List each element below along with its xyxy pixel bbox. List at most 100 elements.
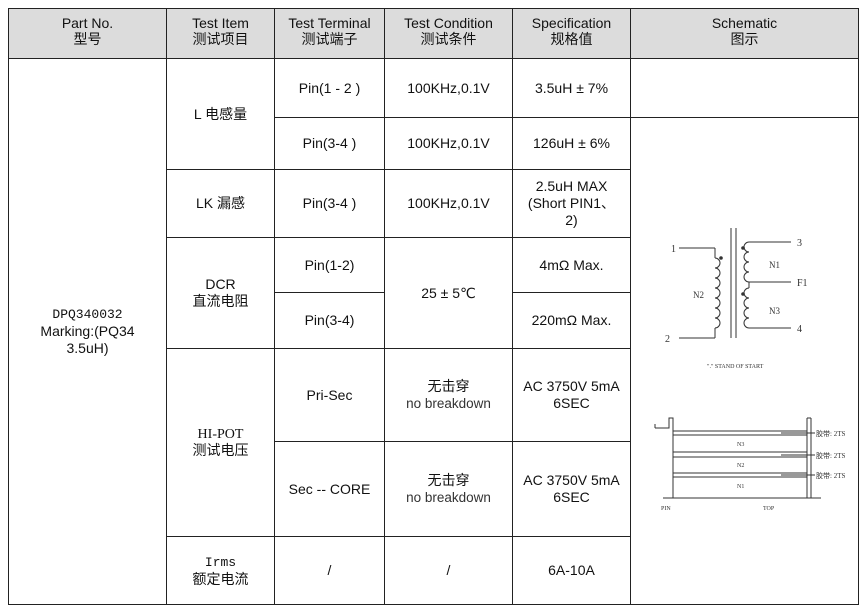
header-part-no: Part No. 型号 — [8, 8, 167, 59]
spec-dcr-1: 4mΩ Max. — [512, 237, 631, 293]
header-schematic-en: Schematic — [711, 15, 778, 31]
terminal-lk: Pin(3-4 ) — [274, 169, 385, 238]
header-test-terminal-cn: 测试端子 — [301, 31, 358, 47]
top-side-label: TOP — [763, 506, 775, 512]
dot-n3 — [741, 292, 745, 296]
header-specification-cn: 规格值 — [550, 31, 593, 47]
item-dcr-cn: 直流电阻 — [192, 293, 249, 309]
pin-4-label: 4 — [797, 324, 802, 335]
dot-n2 — [719, 256, 723, 260]
header-specification: Specification 规格值 — [512, 8, 631, 59]
layer-n3-label: N3 — [737, 442, 744, 448]
row-lk: LK 漏感 Pin(3-4 ) 100KHz,0.1V 2.5uH MAX (S… — [9, 169, 859, 238]
terminal-hipot-2: Sec -- CORE — [274, 441, 385, 537]
condition-hipot-2-en: no breakdown — [406, 490, 491, 505]
winding-n2-label: N2 — [693, 290, 704, 300]
item-hipot: HI-POT 测试电压 — [166, 348, 275, 537]
header-test-item: Test Item 测试项目 — [166, 8, 275, 59]
condition-dcr: 25 ± 5℃ — [384, 237, 513, 349]
tape-label-3: 胶带: 2TS — [816, 471, 845, 480]
item-leakage: LK 漏感 — [166, 169, 275, 238]
spec-hipot-2-line-2: 6SEC — [553, 489, 590, 505]
item-irms-cn: 额定电流 — [192, 570, 249, 587]
winding-n3-label: N3 — [769, 306, 780, 316]
dot-n1 — [741, 246, 745, 250]
header-schematic-cn: 图示 — [730, 31, 759, 47]
condition-l-1: 100KHz,0.1V — [384, 58, 513, 118]
row-hipot-2: Sec -- CORE 无击穿 no breakdown AC 3750V 5m… — [9, 441, 859, 537]
terminal-l-1: Pin(1 - 2 ) — [274, 58, 385, 118]
terminal-dcr-1: Pin(1-2) — [274, 237, 385, 293]
spec-hipot-1-line-1: AC 3750V 5mA — [523, 378, 620, 394]
row-l-1: DPQ340032 Marking:(PQ34 3.5uH) L 电感量 Pin… — [8, 58, 859, 605]
row-irms: Irms 额定电流 / / 6A-10A — [9, 536, 859, 605]
header-test-terminal-en: Test Terminal — [288, 15, 371, 31]
spec-irms: 6A-10A — [512, 536, 631, 605]
spec-lk-line-1: 2.5uH MAX — [535, 178, 608, 194]
header-schematic: Schematic 图示 — [630, 8, 859, 59]
terminal-hipot-1: Pri-Sec — [274, 348, 385, 442]
spec-l-1: 3.5uH ± 7% — [512, 58, 631, 118]
header-test-condition: Test Condition 测试条件 — [384, 8, 513, 59]
layer-n2-label: N2 — [737, 463, 744, 469]
winding-cross-section — [654, 417, 821, 499]
item-irms-en: Irms — [204, 554, 237, 570]
spec-sheet: Part No. 型号 Test Item 测试项目 Test Terminal… — [8, 8, 859, 606]
header-part-no-cn: 型号 — [73, 31, 102, 47]
condition-hipot-2-cn: 无击穿 — [427, 472, 470, 488]
schematic-diagram: 1 2 3 4 F1 N1 N2 N3 "." STAND OF START — [654, 228, 845, 512]
header-test-condition-cn: 测试条件 — [420, 31, 477, 47]
spec-hipot-2-line-1: AC 3750V 5mA — [523, 472, 620, 488]
spec-lk-line-3: 2) — [565, 212, 578, 228]
pin-f1-label: F1 — [797, 278, 808, 289]
part-number-cell: DPQ340032 Marking:(PQ34 3.5uH) — [8, 58, 167, 605]
spec-hipot-1: AC 3750V 5mA 6SEC — [512, 348, 631, 442]
winding-n1-label: N1 — [769, 260, 780, 270]
condition-hipot-1: 无击穿 no breakdown — [384, 348, 513, 442]
part-marking-2: 3.5uH) — [66, 340, 109, 356]
header-part-no-en: Part No. — [61, 15, 114, 31]
pin-3-label: 3 — [797, 238, 802, 249]
schematic-cell: 1 2 3 4 F1 N1 N2 N3 "." STAND OF START — [630, 117, 859, 605]
spec-table: Part No. 型号 Test Item 测试项目 Test Terminal… — [8, 8, 859, 605]
condition-hipot-2: 无击穿 no breakdown — [384, 441, 513, 537]
condition-irms: / — [384, 536, 513, 605]
spec-hipot-1-line-2: 6SEC — [553, 395, 590, 411]
pin-1-label: 1 — [671, 244, 676, 255]
item-irms: Irms 额定电流 — [166, 536, 275, 605]
transformer-symbol — [679, 228, 791, 339]
item-dcr: DCR 直流电阻 — [166, 237, 275, 349]
terminal-dcr-2: Pin(3-4) — [274, 292, 385, 349]
header-test-item-en: Test Item — [192, 15, 249, 31]
item-dcr-en: DCR — [205, 276, 236, 292]
header-test-item-cn: 测试项目 — [192, 31, 249, 47]
header-test-condition-en: Test Condition — [404, 15, 493, 31]
tape-label-2: 胶带: 2TS — [816, 451, 845, 460]
row-dcr-2: Pin(3-4) 220mΩ Max. — [9, 292, 859, 349]
tape-label-1: 胶带: 2TS — [816, 429, 845, 438]
spec-lk-line-2: (Short PIN1、 — [527, 195, 616, 211]
spec-hipot-2: AC 3750V 5mA 6SEC — [512, 441, 631, 537]
header-specification-en: Specification — [531, 15, 612, 31]
spec-lk: 2.5uH MAX (Short PIN1、 2) — [512, 169, 631, 238]
dot-note: "." STAND OF START — [707, 364, 764, 370]
spec-l-2: 126uH ± 6% — [512, 117, 631, 170]
schematic-empty-cell — [630, 58, 859, 118]
terminal-irms: / — [274, 536, 385, 605]
condition-hipot-1-en: no breakdown — [406, 396, 491, 411]
layer-n1-label: N1 — [737, 484, 744, 490]
row-l-2: Pin(3-4 ) 100KHz,0.1V 126uH ± 6% — [9, 117, 859, 605]
item-hipot-en: HI-POT — [197, 426, 244, 442]
header-test-terminal: Test Terminal 测试端子 — [274, 8, 385, 59]
pin-2-label: 2 — [665, 334, 670, 345]
spec-dcr-2: 220mΩ Max. — [512, 292, 631, 349]
part-number: DPQ340032 — [52, 307, 123, 322]
pin-side-label: PIN — [661, 506, 671, 512]
header-row: Part No. 型号 Test Item 测试项目 Test Terminal… — [8, 8, 859, 59]
terminal-l-2: Pin(3-4 ) — [274, 117, 385, 170]
part-marking-1: Marking:(PQ34 — [40, 323, 135, 339]
condition-lk: 100KHz,0.1V — [384, 169, 513, 238]
condition-hipot-1-cn: 无击穿 — [427, 378, 470, 394]
condition-l-2: 100KHz,0.1V — [384, 117, 513, 170]
item-inductance: L 电感量 — [166, 58, 275, 170]
